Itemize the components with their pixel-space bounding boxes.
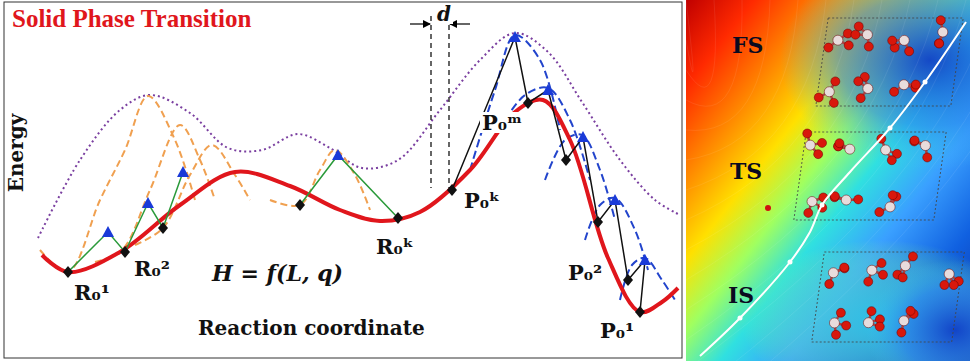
minimum-diamond bbox=[593, 216, 603, 228]
contour-line bbox=[686, 0, 854, 220]
dimension-label: d bbox=[435, 4, 453, 24]
hamiltonian-formula: H = f(L, q) bbox=[210, 262, 345, 284]
energy-map bbox=[686, 0, 970, 361]
orange-bump bbox=[40, 96, 195, 272]
contour-line bbox=[686, 0, 798, 160]
contour-line bbox=[686, 0, 970, 361]
state-label: R₀² bbox=[132, 258, 172, 279]
green-path bbox=[300, 155, 398, 218]
contour-line bbox=[686, 0, 970, 361]
minimum-diamond bbox=[158, 222, 168, 234]
contour-line bbox=[686, 0, 882, 250]
path-image bbox=[788, 260, 793, 265]
state-label: TS bbox=[728, 160, 764, 182]
minimum-diamond bbox=[623, 274, 633, 286]
contour-line bbox=[686, 0, 693, 72]
path-image bbox=[888, 126, 893, 131]
path-image bbox=[738, 316, 743, 321]
state-label: P₀ᵏ bbox=[462, 190, 502, 211]
saddle-triangle bbox=[332, 149, 344, 160]
state-label: FS bbox=[730, 34, 766, 56]
state-label: IS bbox=[726, 284, 756, 306]
contour-line bbox=[686, 0, 770, 130]
saddle-point bbox=[765, 205, 771, 211]
blue-bump bbox=[545, 134, 615, 220]
state-label: P₀² bbox=[566, 262, 604, 283]
energy-curve bbox=[42, 100, 678, 313]
contour-line bbox=[686, 0, 938, 310]
path-image bbox=[820, 203, 825, 208]
dimension-arrow bbox=[450, 23, 470, 24]
contour-line bbox=[686, 0, 966, 340]
path-image bbox=[923, 80, 928, 85]
crystal-structure bbox=[794, 129, 946, 220]
dimension-line bbox=[448, 16, 449, 188]
envelope-curve bbox=[38, 33, 678, 238]
plot-frame bbox=[4, 2, 682, 358]
figure-title: Solid Phase Transition bbox=[12, 6, 251, 31]
saddle-triangle bbox=[142, 197, 154, 208]
saddle-triangle bbox=[509, 31, 521, 42]
minimum-diamond bbox=[393, 212, 403, 224]
crystal-structure bbox=[814, 16, 963, 108]
crystal-structure bbox=[812, 252, 965, 342]
saddle-triangle bbox=[177, 166, 189, 177]
axis-label: Reaction coordinate bbox=[196, 318, 427, 338]
black-path bbox=[452, 37, 645, 312]
dimension-arrow bbox=[410, 23, 430, 24]
green-path bbox=[68, 172, 183, 272]
minimum-energy-path bbox=[700, 22, 966, 356]
minimum-diamond bbox=[120, 246, 130, 258]
minimum-diamond bbox=[523, 97, 533, 109]
dimension-line bbox=[430, 16, 431, 188]
state-label: P₀¹ bbox=[598, 320, 636, 341]
saddle-triangle bbox=[639, 254, 651, 265]
contour-line bbox=[686, 0, 826, 190]
contour-line bbox=[686, 0, 970, 361]
saddle-triangle bbox=[102, 226, 114, 237]
contour-line bbox=[686, 0, 715, 87]
low-energy-basin bbox=[865, 260, 970, 361]
contour-line bbox=[686, 0, 910, 280]
saddle-triangle bbox=[609, 194, 621, 205]
axis-label: Energy bbox=[6, 112, 26, 195]
minimum-diamond bbox=[635, 306, 645, 318]
state-label: R₀¹ bbox=[72, 282, 112, 303]
state-label: P₀ᵐ bbox=[480, 112, 524, 133]
minimum-diamond bbox=[447, 184, 457, 196]
saddle-triangle bbox=[542, 84, 554, 95]
minimum-diamond bbox=[561, 154, 571, 166]
minimum-diamond bbox=[63, 266, 73, 278]
minimum-diamond bbox=[295, 199, 305, 211]
saddle-triangle bbox=[577, 131, 589, 142]
state-label: R₀ᵏ bbox=[374, 236, 416, 257]
